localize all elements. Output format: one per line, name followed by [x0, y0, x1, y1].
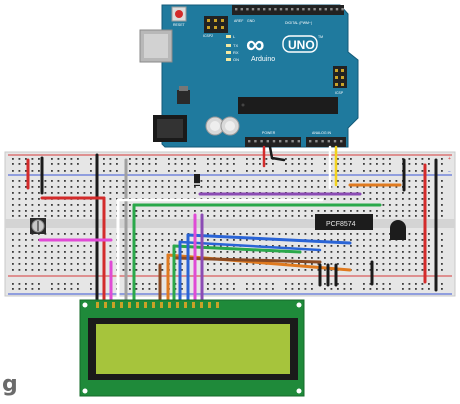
arduino-uno-board: RESET ICSP2 DIGITAL (PWM~) AREF GND L TX… — [139, 4, 359, 148]
model-label: UNO — [288, 38, 315, 52]
chip-label: PCF8574 — [326, 221, 356, 228]
digital-label: DIGITAL (PWM~) — [285, 21, 312, 25]
breadboard: + − — [4, 151, 456, 297]
led-l-label: L — [233, 34, 236, 39]
model-badge — [282, 35, 318, 53]
tm-label: TM — [318, 35, 323, 39]
led-on-label: ON — [233, 57, 239, 62]
wire-black-arduino — [268, 145, 286, 162]
voltage-regulator — [177, 90, 190, 104]
logo-symbol: ∞ — [246, 29, 265, 59]
rail-minus-label: − — [448, 169, 451, 175]
potentiometer — [30, 218, 46, 234]
diode — [194, 174, 200, 186]
led-tx-label: TX — [233, 43, 238, 48]
transistor — [390, 220, 406, 240]
center-channel — [5, 219, 455, 228]
pcf8574-chip: PCF8574 — [315, 214, 373, 230]
status-leds — [226, 35, 231, 61]
led-rx-label: RX — [233, 50, 239, 55]
gnd-label-top: GND — [247, 19, 255, 23]
icsp2-label: ICSP2 — [203, 34, 213, 38]
icsp-label: ICSP — [335, 91, 344, 95]
aref-label: AREF — [234, 19, 243, 23]
arduino-logo: ∞ Arduino UNO TM — [246, 29, 323, 63]
wire-blue-diag — [186, 233, 352, 245]
lcd-screen — [96, 324, 290, 374]
watermark-letter: g — [2, 372, 18, 397]
power-label: POWER — [262, 131, 276, 135]
analog-header — [306, 137, 346, 147]
icsp2-header — [204, 16, 228, 33]
reset-label: RESET — [173, 23, 186, 27]
wire-brown-diag — [174, 256, 322, 264]
lcd-module — [79, 299, 305, 397]
atmega-chip — [238, 97, 338, 114]
wires — [26, 145, 438, 307]
rail-plus-label: + — [448, 156, 451, 162]
brand-label: Arduino — [251, 56, 275, 63]
analog-label: ANALOG IN — [312, 131, 332, 135]
digital-header — [232, 5, 344, 15]
